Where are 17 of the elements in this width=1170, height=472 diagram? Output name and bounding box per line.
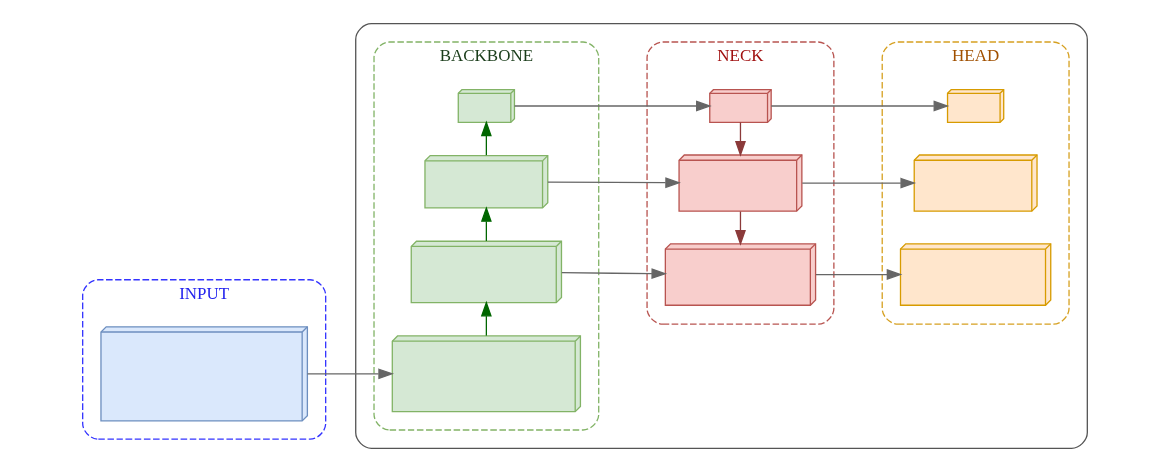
cluster: NECK xyxy=(646,41,835,325)
cluster xyxy=(355,23,1088,449)
cluster: HEAD xyxy=(881,41,1070,325)
cluster: BACKBONE xyxy=(373,41,600,431)
arrow xyxy=(480,120,492,156)
arrow xyxy=(513,100,712,112)
arrow xyxy=(561,268,668,280)
arrow xyxy=(306,368,394,380)
arrow xyxy=(801,177,917,189)
arrow xyxy=(480,206,492,242)
arrow xyxy=(480,300,492,337)
arrow xyxy=(547,177,681,189)
arrow xyxy=(815,269,903,281)
cluster: INPUT xyxy=(82,279,327,440)
arrow xyxy=(770,100,950,112)
arrow xyxy=(734,121,746,157)
arrow xyxy=(734,210,746,246)
